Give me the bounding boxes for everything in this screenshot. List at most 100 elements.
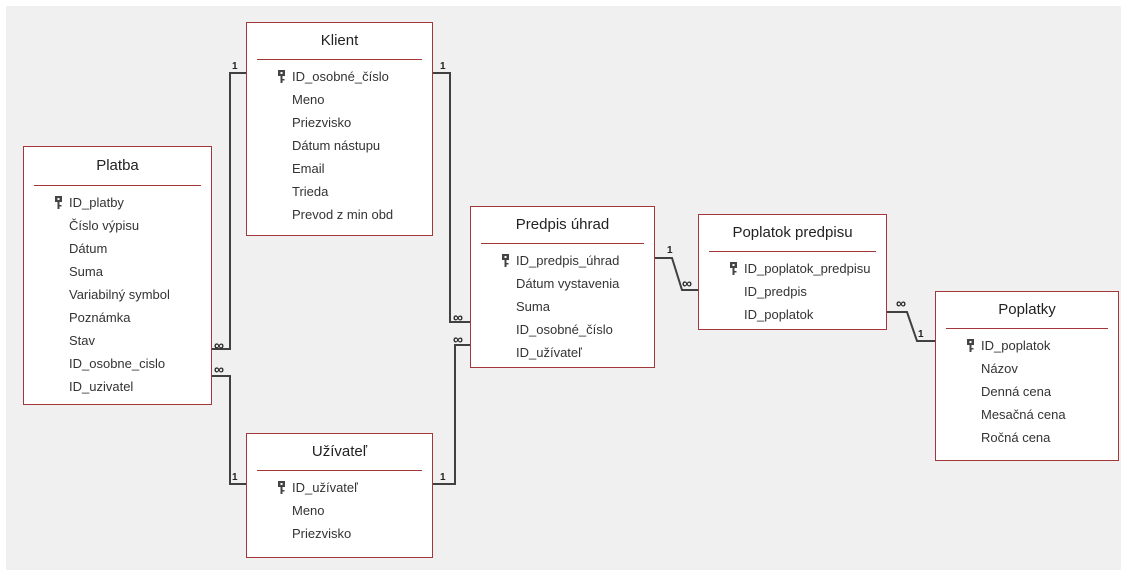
cardinality-many: ∞ [453,331,463,347]
field-name: Dátum nástupu [292,138,381,153]
field-row[interactable]: Názov [936,357,1118,380]
field-row[interactable]: ID_užívateľ [471,341,654,364]
field-name: ID_poplatok [981,338,1051,353]
table-klient[interactable]: Klient ID_osobné_číslo Meno Priezvisko D… [246,22,433,236]
field-row[interactable]: ID_predpis [699,280,886,303]
field-row[interactable]: Stav [24,329,211,352]
field-name: ID_platby [69,195,124,210]
field-row[interactable]: Suma [24,260,211,283]
key-icon [967,339,974,352]
key-icon [278,481,285,494]
field-row[interactable]: Číslo výpisu [24,214,211,237]
field-row[interactable]: Dátum nástupu [247,134,432,157]
field-name: ID_osobne_cislo [69,356,166,371]
field-name: Suma [516,299,550,314]
field-name: Denná cena [981,384,1052,399]
table-poplatky[interactable]: Poplatky ID_poplatok Názov Denná cena Me… [935,291,1119,461]
field-name: ID_užívateľ [292,480,358,495]
cardinality-one: 1 [918,329,924,340]
field-row[interactable]: ID_platby [24,191,211,214]
key-icon [278,70,285,83]
field-name: Prevod z min obd [292,207,394,222]
field-name: Email [292,161,325,176]
table-title: Predpis úhrad [515,216,610,233]
field-row[interactable]: ID_osobné_číslo [247,65,432,88]
field-row[interactable]: Trieda [247,180,432,203]
field-name: Ročná cena [981,430,1051,445]
field-name: Meno [292,503,325,518]
field-row[interactable]: Email [247,157,432,180]
divider [257,470,422,471]
field-row[interactable]: ID_osobne_cislo [24,352,211,375]
table-title: Užívateľ [311,443,368,460]
field-row[interactable]: Ročná cena [936,426,1118,449]
key-icon [55,196,62,209]
table-uzivatel[interactable]: Užívateľ ID_užívateľ Meno Priezvisko [246,433,433,558]
cardinality-many: ∞ [453,309,463,325]
field-name: ID_uzivatel [69,379,134,394]
field-row[interactable]: ID_osobné_číslo [471,318,654,341]
field-name: Trieda [292,184,329,199]
field-row[interactable]: Mesačná cena [936,403,1118,426]
field-name: ID_predpis [744,284,807,299]
field-name: Dátum vystavenia [516,276,620,291]
field-list: ID_poplatok_predpisu ID_predpis ID_popla… [699,252,886,326]
field-row[interactable]: Prevod z min obd [247,203,432,226]
table-platba[interactable]: Platba ID_platby Číslo výpisu Dátum Suma… [23,146,212,405]
field-row[interactable]: ID_poplatok [699,303,886,326]
cardinality-many: ∞ [896,295,906,311]
field-row[interactable]: Meno [247,88,432,111]
field-row[interactable]: Priezvisko [247,522,432,545]
field-name: ID_užívateľ [516,345,582,360]
divider [481,243,644,244]
field-row[interactable]: ID_poplatok_predpisu [699,257,886,280]
field-row[interactable]: Dátum vystavenia [471,272,654,295]
field-name: Suma [69,264,103,279]
cardinality-one: 1 [440,472,446,483]
field-row[interactable]: Denná cena [936,380,1118,403]
field-name: Názov [981,361,1018,376]
field-list: ID_platby Číslo výpisu Dátum Suma Variab… [24,186,211,398]
field-row[interactable]: Variabilný symbol [24,283,211,306]
field-row[interactable]: Dátum [24,237,211,260]
cardinality-many: ∞ [682,275,692,291]
field-name: ID_osobné_číslo [516,322,613,337]
field-name: ID_osobné_číslo [292,69,389,84]
field-row[interactable]: Poznámka [24,306,211,329]
table-title: Platba [96,157,139,174]
table-poplatok-predpisu[interactable]: Poplatok predpisu ID_poplatok_predpisu I… [698,214,887,330]
cardinality-one: 1 [667,245,673,256]
field-row[interactable]: ID_poplatok [936,334,1118,357]
field-name: Stav [69,333,96,348]
field-list: ID_užívateľ Meno Priezvisko [247,471,432,545]
field-name: Meno [292,92,325,107]
cardinality-one: 1 [440,61,446,72]
field-name: ID_poplatok [744,307,814,322]
table-title: Poplatky [998,301,1056,318]
field-name: Poznámka [69,310,131,325]
field-name: ID_poplatok_predpisu [744,261,871,276]
field-name: ID_predpis_úhrad [516,253,620,268]
table-predpis-uhrad[interactable]: Predpis úhrad ID_predpis_úhrad Dátum vys… [470,206,655,368]
field-name: Variabilný symbol [69,287,170,302]
field-row[interactable]: Suma [471,295,654,318]
field-name: Priezvisko [292,115,352,130]
key-icon [730,262,737,275]
cardinality-many: ∞ [214,361,224,377]
key-icon [502,254,509,267]
field-row[interactable]: Meno [247,499,432,522]
field-row[interactable]: ID_užívateľ [247,476,432,499]
field-list: ID_poplatok Názov Denná cena Mesačná cen… [936,329,1118,449]
field-row[interactable]: ID_uzivatel [24,375,211,398]
cardinality-many: ∞ [214,337,224,353]
cardinality-one: 1 [232,61,238,72]
table-title: Klient [320,32,359,49]
field-name: Dátum [69,241,108,256]
field-row[interactable]: Priezvisko [247,111,432,134]
cardinality-one: 1 [232,472,238,483]
field-name: Priezvisko [292,526,352,541]
field-name: Číslo výpisu [69,218,140,233]
divider [709,251,876,252]
field-name: Mesačná cena [981,407,1066,422]
field-row[interactable]: ID_predpis_úhrad [471,249,654,272]
